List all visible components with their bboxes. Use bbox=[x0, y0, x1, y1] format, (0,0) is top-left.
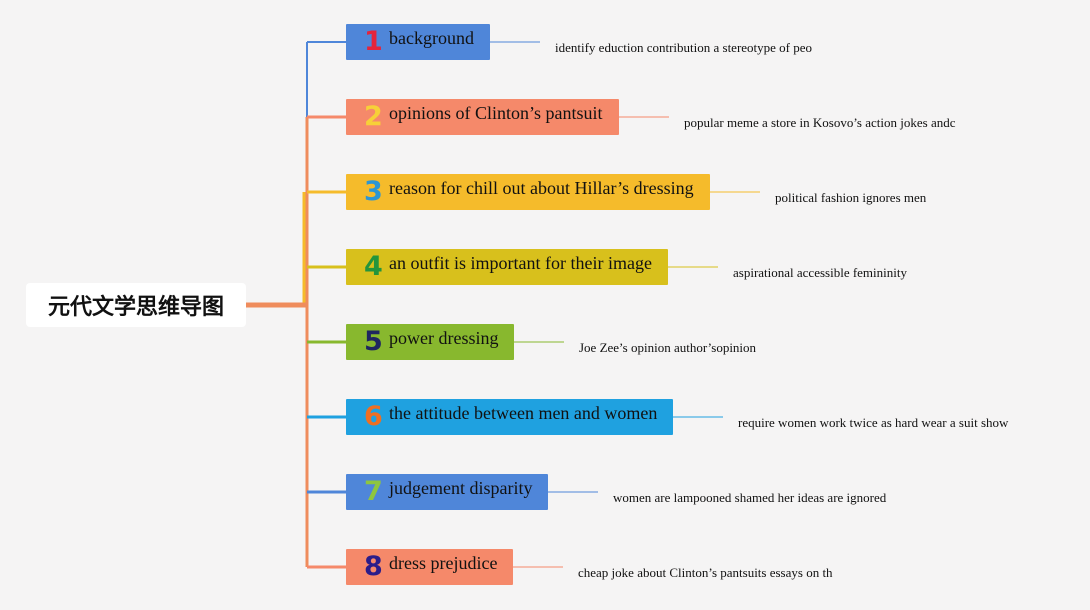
branch-detail-6[interactable]: require women work twice as hard wear a … bbox=[738, 415, 1009, 430]
branch-label-7: judgement disparity bbox=[389, 478, 533, 498]
branch-label-2: opinions of Clinton’s pantsuit bbox=[389, 103, 603, 123]
branch-number-3: 3 bbox=[364, 176, 383, 207]
branch-node-2[interactable]: 2 opinions of Clinton’s pantsuit bbox=[346, 99, 619, 135]
branch-detail-2[interactable]: popular meme a store in Kosovo’s action … bbox=[684, 115, 956, 130]
branch-node-5[interactable]: 5 power dressing bbox=[346, 324, 515, 360]
branch-node-4[interactable]: 4 an outfit is important for their image bbox=[346, 249, 668, 285]
branch-node-3[interactable]: 3 reason for chill out about Hillar’s dr… bbox=[346, 174, 710, 210]
branch-number-7: 7 bbox=[364, 476, 383, 507]
branch-node-6[interactable]: 6 the attitude between men and women bbox=[346, 399, 674, 435]
branch-label-3: reason for chill out about Hillar’s dres… bbox=[389, 178, 694, 198]
root-node[interactable]: 元代文学思维导图 bbox=[26, 283, 246, 327]
branch-detail-5[interactable]: Joe Zee’s opinion author’sopinion bbox=[579, 340, 757, 355]
branch-number-8: 8 bbox=[364, 551, 383, 582]
branch-number-6: 6 bbox=[364, 401, 383, 432]
branch-detail-1[interactable]: identify eduction contribution a stereot… bbox=[555, 40, 813, 55]
branch-label-1: background bbox=[389, 28, 474, 48]
branch-detail-3[interactable]: political fashion ignores men bbox=[775, 190, 927, 205]
branch-label-6: the attitude between men and women bbox=[389, 403, 658, 423]
branch-number-4: 4 bbox=[364, 251, 383, 282]
branch-node-7[interactable]: 7 judgement disparity bbox=[346, 474, 549, 510]
branch-detail-4[interactable]: aspirational accessible femininity bbox=[733, 265, 907, 280]
branch-node-1[interactable]: 1 background bbox=[346, 24, 490, 60]
branch-label-4: an outfit is important for their image bbox=[389, 253, 652, 273]
branch-number-2: 2 bbox=[364, 101, 383, 132]
root-title: 元代文学思维导图 bbox=[47, 295, 224, 320]
branch-detail-8[interactable]: cheap joke about Clinton’s pantsuits ess… bbox=[578, 565, 833, 580]
branch-node-8[interactable]: 8 dress prejudice bbox=[346, 549, 514, 585]
branch-number-5: 5 bbox=[364, 326, 383, 357]
branch-number-1: 1 bbox=[364, 26, 383, 57]
branch-label-5: power dressing bbox=[389, 328, 499, 348]
branch-detail-7[interactable]: women are lampooned shamed her ideas are… bbox=[613, 490, 887, 505]
branch-label-8: dress prejudice bbox=[389, 553, 498, 573]
